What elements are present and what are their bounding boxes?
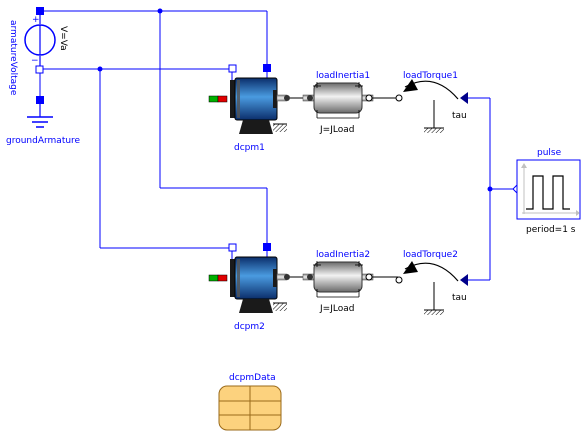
dcpm1-thermal-plug: [208, 95, 219, 103]
load-torque2[interactable]: loadTorque2 tau: [395, 250, 468, 315]
inertia1-flange-a[interactable]: [307, 95, 313, 101]
load-inertia1[interactable]: loadInertia1 J=JLoad: [302, 71, 374, 135]
load-torque1[interactable]: loadTorque1 tau: [395, 71, 468, 133]
pulse-output-port[interactable]: [512, 183, 518, 195]
dcpm2-flange[interactable]: [284, 274, 290, 280]
dcpm1-foot: [239, 120, 273, 134]
inertia2-flange-b[interactable]: [365, 273, 373, 281]
dcpm2-foot: [239, 299, 273, 313]
load-inertia2[interactable]: loadInertia2 J=JLoad: [302, 250, 374, 314]
torque1-flange[interactable]: [395, 94, 403, 102]
torque2-flange[interactable]: [395, 276, 403, 284]
junction-dot: [157, 8, 163, 14]
voltage-source[interactable]: + − V=Va armatureVoltage: [8, 7, 68, 96]
inertia1-label: loadInertia1: [316, 71, 370, 81]
inertia2-flange-a[interactable]: [307, 274, 313, 280]
pulse-source[interactable]: pulse period=1 s: [512, 148, 581, 235]
dcpm2-pin-p[interactable]: [263, 243, 271, 251]
torque2-label: loadTorque2: [403, 250, 458, 260]
dcpm2-pin-n[interactable]: [228, 243, 237, 252]
dcpm1-label: dcpm1: [234, 143, 265, 153]
record-label: dcpmData: [229, 373, 276, 383]
signal-wires: [468, 97, 517, 281]
pulse-block: [516, 159, 581, 220]
ground[interactable]: groundArmature: [6, 96, 81, 146]
electrical-wires: [39, 8, 268, 249]
voltage-plus-pin[interactable]: [36, 7, 44, 15]
inertia1-body: [313, 82, 363, 114]
torque2-tau-input[interactable]: [460, 274, 468, 286]
dcpm2-motor[interactable]: dcpm2: [208, 243, 290, 332]
dcpm2-endcap: [230, 259, 236, 297]
voltage-minus-pin[interactable]: [35, 65, 44, 74]
pulse-label: pulse: [537, 148, 562, 158]
voltage-minus-sign: −: [31, 56, 39, 66]
ground-pin[interactable]: [36, 96, 44, 104]
torque1-tau-input[interactable]: [460, 92, 468, 104]
voltage-param: V=Va: [58, 26, 68, 51]
voltage-plus-sign: +: [32, 15, 40, 25]
torque1-tau-label: tau: [452, 111, 467, 121]
voltage-source-label: armatureVoltage: [8, 20, 18, 96]
dcpm2-body: [234, 256, 278, 300]
dcpm1-pin-p[interactable]: [263, 64, 271, 72]
inertia2-param: J=JLoad: [319, 304, 354, 314]
torque2-tau-label: tau: [452, 293, 467, 303]
pulse-param: period=1 s: [526, 225, 576, 235]
dcpm2-support-plug: [217, 274, 228, 282]
inertia1-param: J=JLoad: [319, 125, 354, 135]
ground-label: groundArmature: [6, 136, 81, 146]
dcpm1-support-plug: [217, 95, 228, 103]
inertia2-body: [313, 261, 363, 293]
inertia2-label: loadInertia2: [316, 250, 370, 260]
junction-dot: [97, 66, 103, 72]
dcpm1-motor[interactable]: dcpm1: [208, 64, 290, 153]
dcpm1-body: [234, 77, 278, 121]
dcpm1-endcap: [230, 80, 236, 118]
pulse-waveform: [526, 175, 570, 210]
dcpm-data-record[interactable]: dcpmData: [218, 373, 282, 431]
torque1-label: loadTorque1: [403, 71, 458, 81]
dcpm1-flange[interactable]: [284, 95, 290, 101]
dcpm1-pin-n[interactable]: [228, 64, 237, 73]
junction-dot: [487, 186, 493, 192]
dcpm2-label: dcpm2: [234, 322, 265, 332]
inertia1-flange-b[interactable]: [365, 94, 373, 102]
dcpm2-thermal-plug: [208, 274, 219, 282]
